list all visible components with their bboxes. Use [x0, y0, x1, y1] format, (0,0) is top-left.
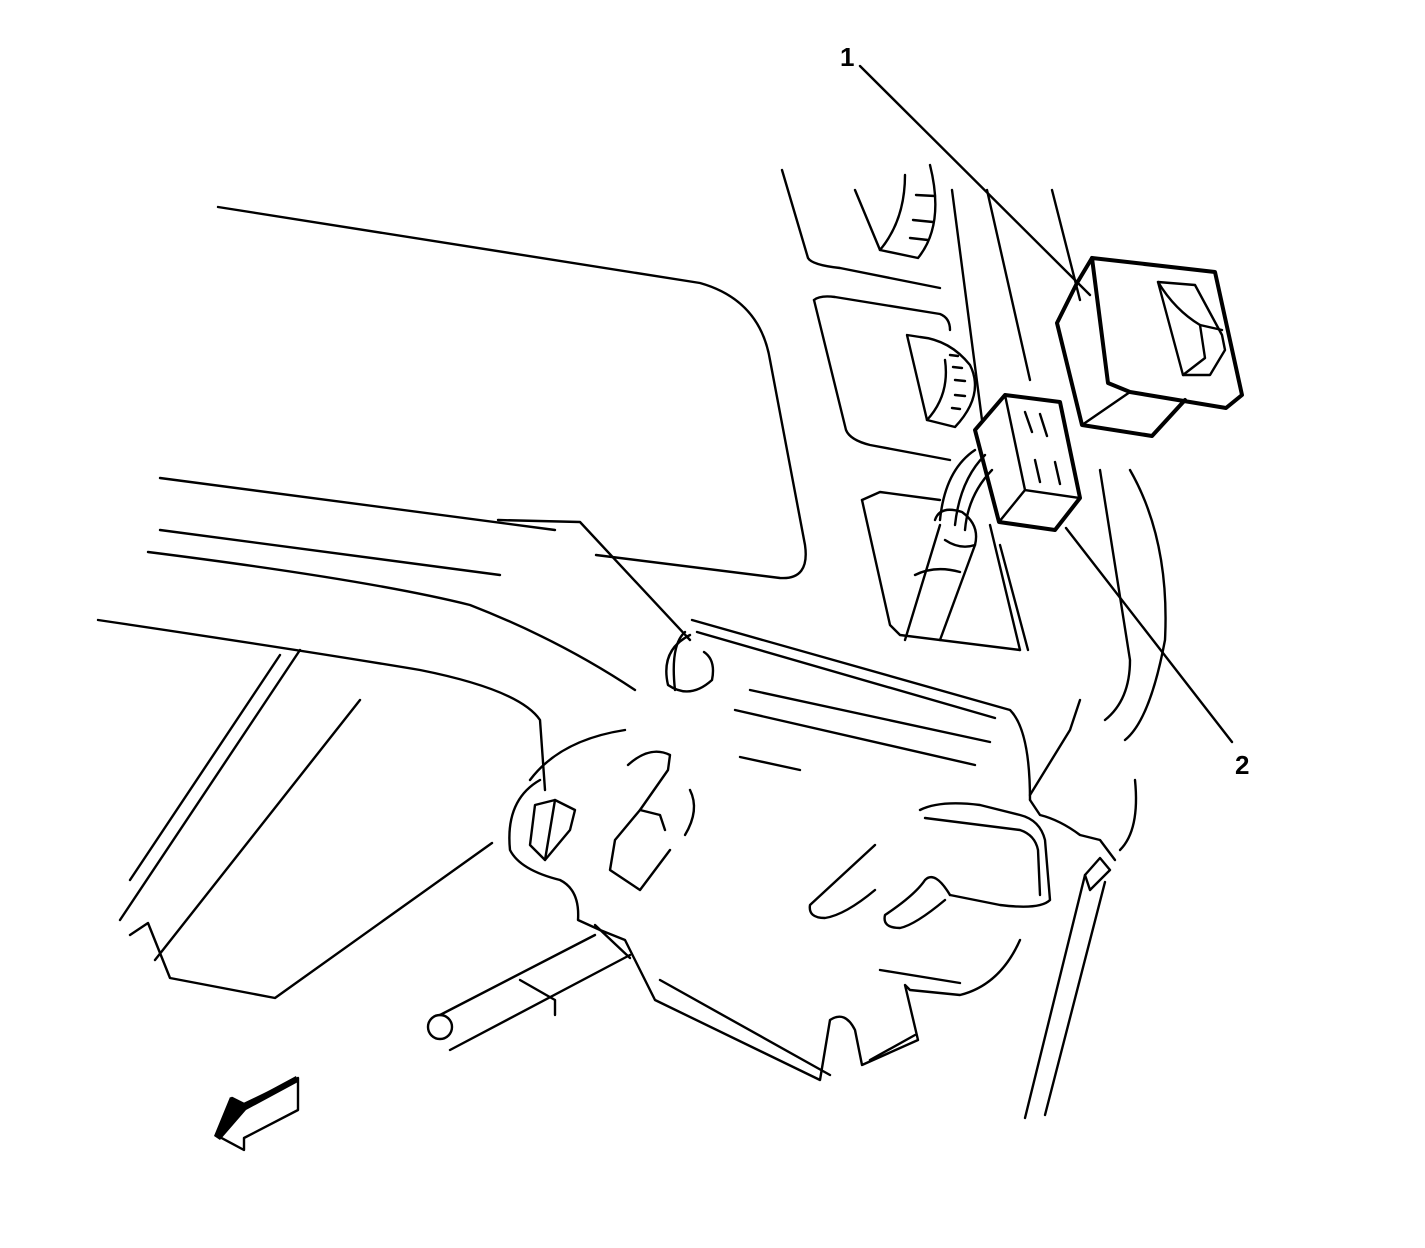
mounting-bracket: [496, 518, 1117, 1082]
pillar-trim: [780, 163, 1082, 462]
harness-bracket: [860, 490, 1022, 652]
left-trim-panel: [118, 648, 494, 1000]
switch-assembly: [1055, 256, 1244, 438]
right-pillar: [1023, 468, 1167, 1120]
callout-2-label: 2: [1235, 750, 1250, 780]
callout-1-leader: [858, 64, 1092, 297]
callout-1-label: 1: [840, 42, 855, 72]
support-rod: [426, 923, 632, 1052]
connector-assembly: [903, 393, 1082, 652]
headliner-panel: [96, 205, 807, 792]
callout-leaders: [858, 64, 1234, 744]
direction-arrow-icon: [214, 1076, 300, 1152]
callout-2-leader: [1064, 526, 1234, 744]
